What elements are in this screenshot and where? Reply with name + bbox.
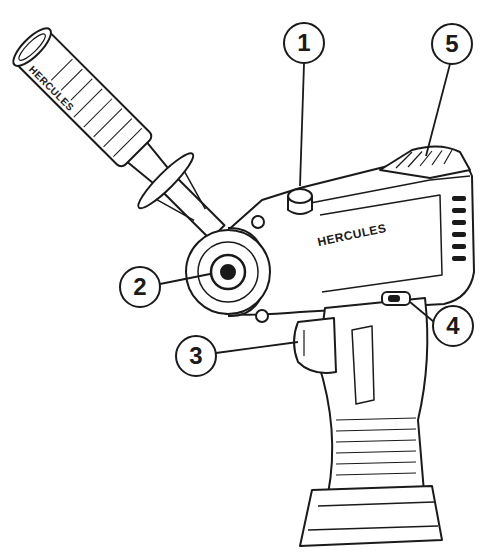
callout-circle: 3: [175, 335, 217, 377]
leader-lines: [160, 64, 450, 353]
top-cover: [380, 146, 470, 178]
callout-number: 4: [446, 314, 459, 338]
callout-number: 3: [189, 344, 202, 368]
callout-number: 5: [445, 32, 458, 56]
spindle-lock-button: [288, 189, 312, 214]
callout-circle: 1: [283, 22, 325, 64]
callout-number: 1: [297, 31, 310, 55]
battery-mount: [300, 486, 442, 546]
callout-circle: 2: [119, 266, 161, 308]
callout-number: 2: [133, 275, 146, 299]
side-handle: [0, 14, 244, 259]
callout-circle: 4: [432, 305, 474, 347]
callout-circle: 5: [431, 23, 473, 65]
trigger: [294, 318, 336, 373]
direction-switch: [382, 292, 410, 305]
spindle-head: [186, 216, 270, 322]
